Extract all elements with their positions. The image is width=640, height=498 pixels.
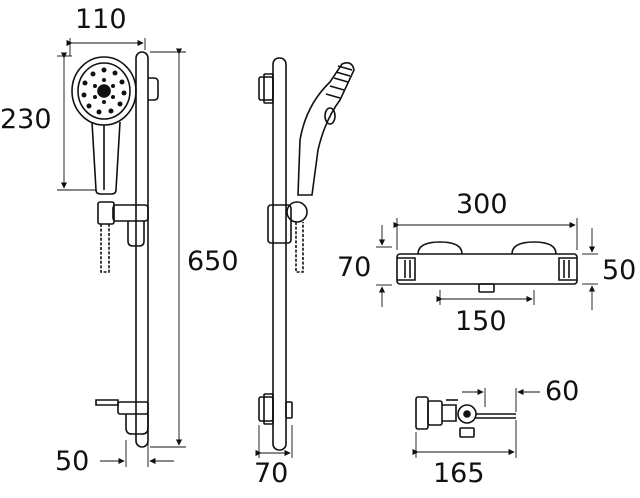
dim-valve-centres: 150	[455, 306, 507, 337]
valve-inlet-left	[418, 242, 462, 254]
shower-head-nozzles	[81, 67, 127, 115]
front-view	[72, 52, 158, 447]
handset-handle	[92, 122, 120, 194]
side-rail	[273, 58, 286, 450]
dim-rail-depth: 70	[254, 458, 289, 489]
dim-valve-projection: 60	[545, 376, 580, 407]
dim-valve-height: 70	[337, 252, 372, 283]
valve-outlet	[479, 284, 494, 292]
dim-handset-height: 230	[0, 104, 52, 135]
dim-rail-offset: 50	[55, 446, 90, 477]
valve-inlet-right	[512, 242, 556, 254]
dim-handset-width: 110	[75, 4, 127, 35]
dim-valve-depth: 50	[602, 255, 637, 286]
front-rail	[136, 52, 148, 447]
valve-body	[397, 254, 577, 284]
side-bottom-bracket	[259, 397, 273, 421]
side-hose	[296, 222, 303, 272]
valve-side-view	[416, 397, 516, 437]
dim-rail-height: 650	[187, 246, 239, 277]
dim-valve-width: 300	[456, 189, 508, 220]
dimension-lines	[57, 38, 598, 467]
front-top-bracket	[148, 78, 158, 100]
side-slider	[268, 205, 291, 243]
front-hose	[101, 224, 109, 272]
shower-head-ring	[78, 63, 130, 119]
side-handset	[298, 63, 354, 195]
valve-front-view	[397, 242, 577, 292]
front-slider-holder	[113, 205, 148, 221]
front-bottom-bracket	[118, 402, 148, 414]
dim-valve-overall: 165	[433, 458, 485, 489]
